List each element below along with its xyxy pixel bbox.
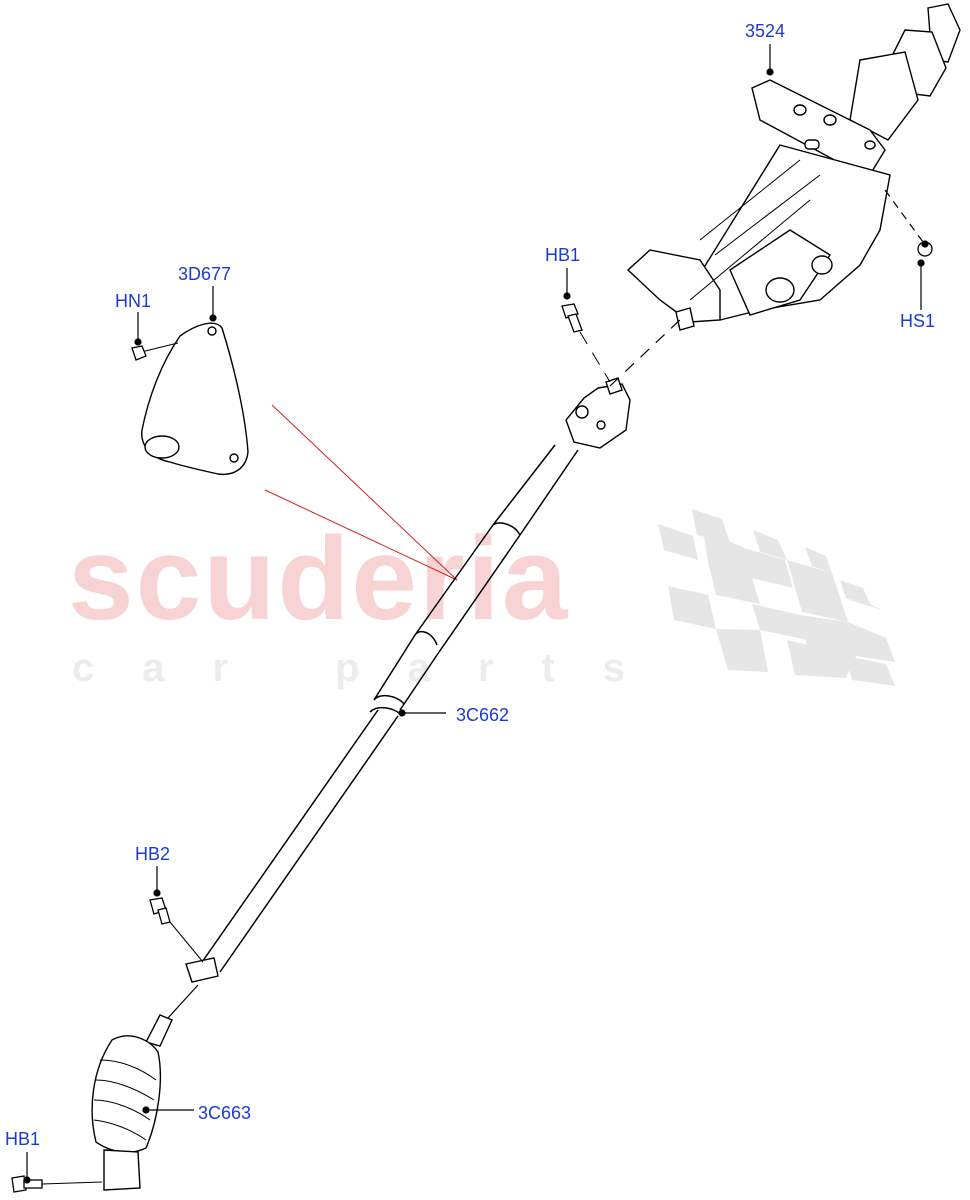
- lower-shaft-gaiter: [91, 1014, 173, 1191]
- steering-column-assembly: [626, 3, 961, 331]
- watermark-brand: scuderia: [68, 513, 570, 645]
- watermark-tagline: car parts: [72, 646, 673, 690]
- callout-hs1: HS1: [900, 311, 936, 331]
- screw-hs1: [917, 240, 933, 257]
- callout-hb1-lower: HB1: [5, 1129, 41, 1149]
- shaft-clamp: [185, 957, 219, 983]
- column-boot-cover: [141, 322, 249, 476]
- bolt-hb1-lower: [11, 1175, 43, 1193]
- callout-3c663: 3C663: [198, 1103, 252, 1123]
- callout-hn1: HN1: [115, 291, 152, 311]
- bolt-hb2: [149, 897, 171, 925]
- callout-hb2: HB2: [135, 844, 171, 864]
- checkered-flag-icon: [658, 509, 895, 686]
- intermediate-shaft: [199, 444, 579, 973]
- callout-3524: 3524: [745, 21, 786, 41]
- callout-hb1-upper: HB1: [545, 245, 581, 265]
- callout-3c662: 3C662: [456, 705, 510, 725]
- upper-universal-joint: [565, 377, 631, 449]
- bolt-hb1-upper: [561, 303, 583, 333]
- leader-lines: [23, 44, 925, 1184]
- callout-3d677: 3D677: [178, 264, 232, 284]
- nut-hn1: [131, 345, 147, 361]
